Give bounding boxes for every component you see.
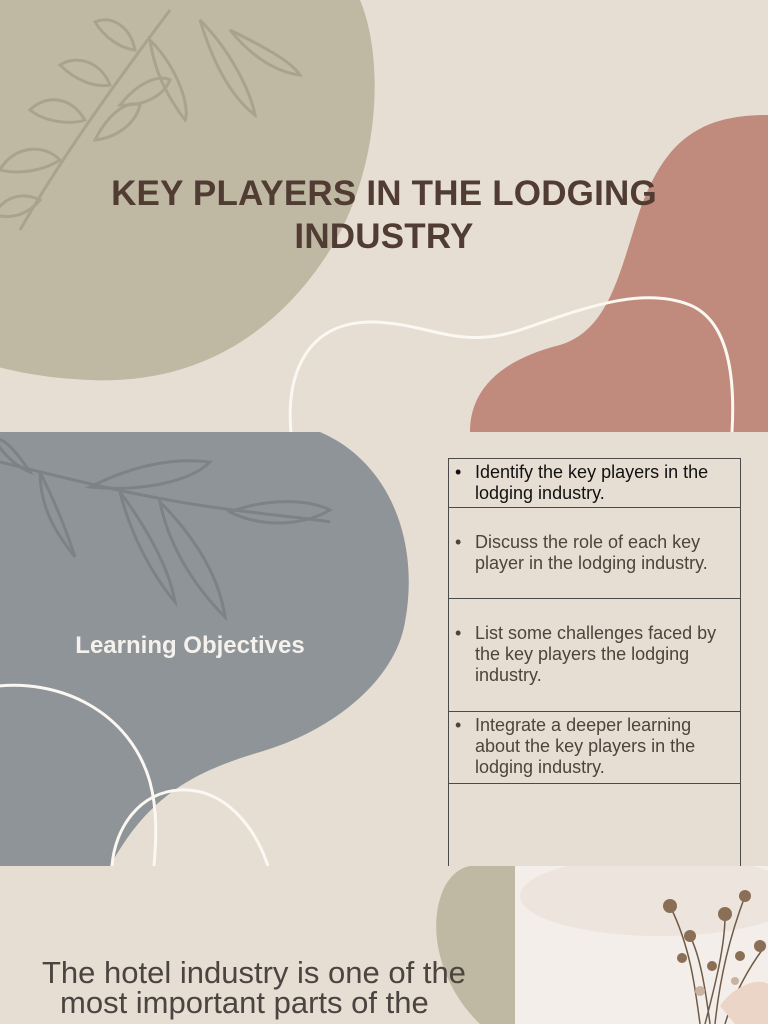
slate-blob-shape [0,432,409,866]
objective-cell: • Identify the key players in the lodgin… [448,458,741,508]
slide-learning-objectives: Learning Objectives • Identify the key p… [0,432,768,866]
empty-cell [448,783,741,866]
slide3-background [436,866,768,1024]
olive-blob-shape [436,866,520,1024]
leaf-branch-icon [0,9,304,231]
table-row-empty [448,783,741,866]
slide-title-text: KEY PLAYERS IN THE LODGING INDUSTRY [111,174,657,256]
white-curve-line [288,296,735,432]
table-row: • List some challenges faced by the key … [448,598,741,712]
bullet-glyph: • [455,532,462,552]
paragraph-line-2: most important parts of the [60,985,429,1020]
slide2-background [0,432,409,866]
table-row: • Identify the key players in the lodgin… [448,458,741,508]
objective-cell: • List some challenges faced by the key … [448,598,741,712]
bullet-glyph: • [455,715,462,735]
learning-objectives-heading: Learning Objectives [75,632,305,659]
slide-title: KEY PLAYERS IN THE LODGING INDUSTRY [0,0,768,432]
olive-blob-shape [0,0,375,381]
objective-cell: • Integrate a deeper learning about the … [448,711,741,784]
slide-hotel-industry: The hotel industry is one of the most im… [0,866,768,1024]
objective-cell: • Discuss the role of each key player in… [448,507,741,599]
table-row: • Integrate a deeper learning about the … [448,711,741,784]
leaf-branch-icon [0,438,334,622]
objective-text: Discuss the role of each key player in t… [475,532,708,573]
hotel-industry-paragraph: The hotel industry is one of the most im… [42,955,512,1020]
slide1-background [0,0,768,432]
bullet-glyph: • [455,462,462,482]
objectives-table: • Identify the key players in the lodgin… [448,458,741,866]
rose-blob-shape [470,115,768,432]
objective-text: Identify the key players in the lodging … [475,462,709,503]
white-curve-line-small [110,788,270,866]
white-curve-line [0,683,158,866]
paragraph-line-1: The hotel industry is one of the [42,955,466,990]
dried-flowers-photo [515,866,768,1024]
table-row: • Discuss the role of each key player in… [448,507,741,599]
objective-text: List some challenges faced by the key pl… [475,623,717,685]
bullet-glyph: • [455,623,462,643]
objective-text: Integrate a deeper learning about the ke… [475,715,696,777]
